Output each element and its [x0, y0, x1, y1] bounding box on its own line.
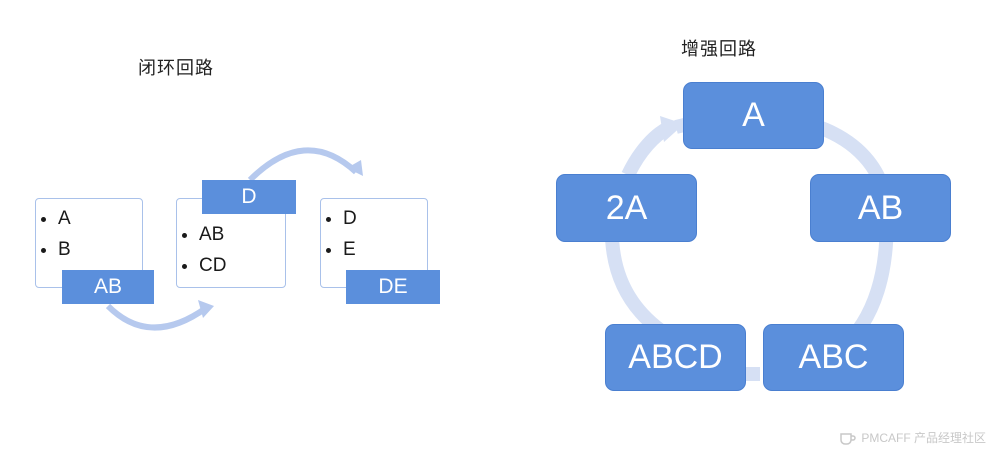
loop-node-ab: AB — [810, 174, 951, 242]
card-1-tag: AB — [62, 270, 154, 304]
card-3-item: D — [321, 203, 427, 234]
loop-node-a: A — [683, 82, 824, 149]
card-2-item: AB — [177, 219, 285, 250]
card-1-item: B — [36, 234, 142, 265]
watermark: PMCAFF 产品经理社区 — [839, 429, 986, 446]
card-2-item: CD — [177, 250, 285, 281]
card-2-tag: D — [202, 180, 296, 214]
card-3-item: E — [321, 234, 427, 265]
pmcaff-logo-icon — [840, 432, 857, 445]
ring-arrow-head — [660, 116, 684, 142]
closed-loop-title: 闭环回路 — [138, 58, 214, 79]
card-1-item: A — [36, 203, 142, 234]
curved-arrow-ab-to-card2 — [105, 303, 208, 331]
loop-node-abcd: ABCD — [605, 324, 746, 391]
curved-arrow-d-to-card3 — [247, 147, 359, 183]
watermark-text: PMCAFF 产品经理社区 — [861, 431, 986, 445]
loop-node-abc: ABC — [763, 324, 904, 391]
arrow-head-2 — [347, 160, 363, 176]
card-3-tag: DE — [346, 270, 440, 304]
loop-node-2a: 2A — [556, 174, 697, 242]
reinforcing-loop-title: 增强回路 — [681, 39, 757, 60]
arrow-head-1 — [198, 300, 214, 318]
